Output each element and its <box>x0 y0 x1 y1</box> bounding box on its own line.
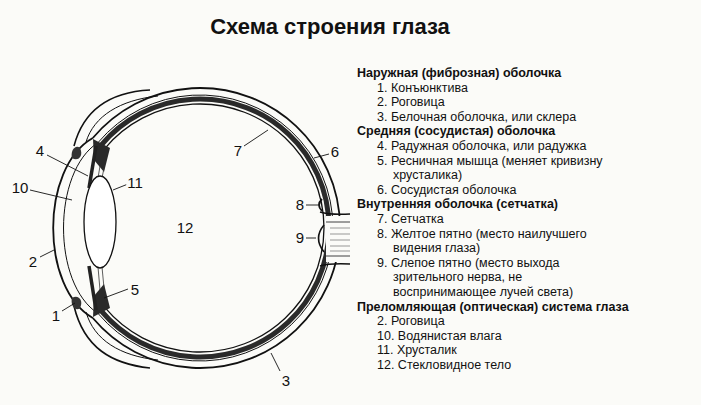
conjunctiva <box>72 297 82 310</box>
zonule-fibre <box>98 267 100 290</box>
lens <box>84 176 116 268</box>
retina <box>105 104 324 352</box>
list-item: 2. Роговица <box>377 314 615 329</box>
callout-number: 11 <box>126 175 144 191</box>
list-item: 4. Радужная оболочка, или радужка <box>377 139 615 154</box>
nerve-sheath <box>326 222 350 256</box>
list-item: 9. Слепое пятно (место выхода зрительног… <box>377 256 615 300</box>
callout-number: 2 <box>28 254 38 270</box>
choroid <box>101 99 329 357</box>
list-item: 6. Сосудистая оболочка <box>377 183 615 198</box>
callout-number: 9 <box>295 230 305 246</box>
leader-lines <box>30 130 329 371</box>
leader-line <box>30 190 72 200</box>
eyeball <box>53 88 340 368</box>
list-item: 10. Водянистая влага <box>377 329 615 344</box>
callout-number: 4 <box>35 143 45 159</box>
section-heading: Преломляющая (оптическая) система глаза <box>357 300 695 315</box>
yellow-spot <box>319 199 322 211</box>
iris <box>89 266 96 310</box>
callout-number: 8 <box>295 197 305 213</box>
leader-line <box>306 238 316 239</box>
callout-number: 12 <box>176 220 195 236</box>
list-item: 1. Конъюнктива <box>377 81 615 96</box>
zonule-fibre <box>102 267 104 288</box>
callout-number: 6 <box>330 144 340 160</box>
section-heading: Внутренняя оболочка (сетчатка) <box>357 197 695 212</box>
callout-number: 10 <box>11 180 30 196</box>
leader-line <box>314 154 329 158</box>
blind-spot <box>319 225 325 252</box>
list-item: 5. Ресничная мышца (меняет кривизну хрус… <box>377 154 615 183</box>
callout-number: 3 <box>281 373 291 389</box>
leader-line <box>104 289 128 298</box>
leader-line <box>306 205 318 206</box>
list-item: 7. Сетчатка <box>377 212 615 227</box>
sclera <box>93 88 340 368</box>
section-heading: Наружная (фиброзная) оболочка <box>357 66 695 81</box>
list-item: 12. Стекловидное тело <box>377 358 615 373</box>
leader-line <box>47 155 88 176</box>
callout-number: 5 <box>130 282 140 298</box>
leader-line <box>271 353 280 371</box>
leader-line <box>40 250 54 257</box>
legend-list: Наружная (фиброзная) оболочка1. Конъюнкт… <box>357 66 695 372</box>
upper-eyelid <box>86 96 158 142</box>
sclera <box>98 95 333 361</box>
nerve-sheath <box>320 212 350 214</box>
list-item: 3. Белочная оболочка, или склера <box>377 110 615 125</box>
section-heading: Средняя (сосудистая) оболочка <box>357 124 695 139</box>
list-item: 8. Желтое пятно (место наилучшего видени… <box>377 227 615 256</box>
optic-nerve <box>326 216 350 262</box>
list-item: 2. Роговица <box>377 95 615 110</box>
leader-line <box>62 303 75 311</box>
nerve-fibres <box>330 228 350 251</box>
conjunctiva <box>72 147 82 160</box>
nerve-sheath <box>320 264 350 266</box>
list-item: 11. Хрусталик <box>377 343 615 358</box>
optic-nerve <box>319 199 351 266</box>
diagram-title: Схема строения глаза <box>120 14 540 40</box>
leader-line <box>244 130 268 146</box>
callout-number: 7 <box>233 143 243 159</box>
callout-number: 1 <box>51 308 61 324</box>
